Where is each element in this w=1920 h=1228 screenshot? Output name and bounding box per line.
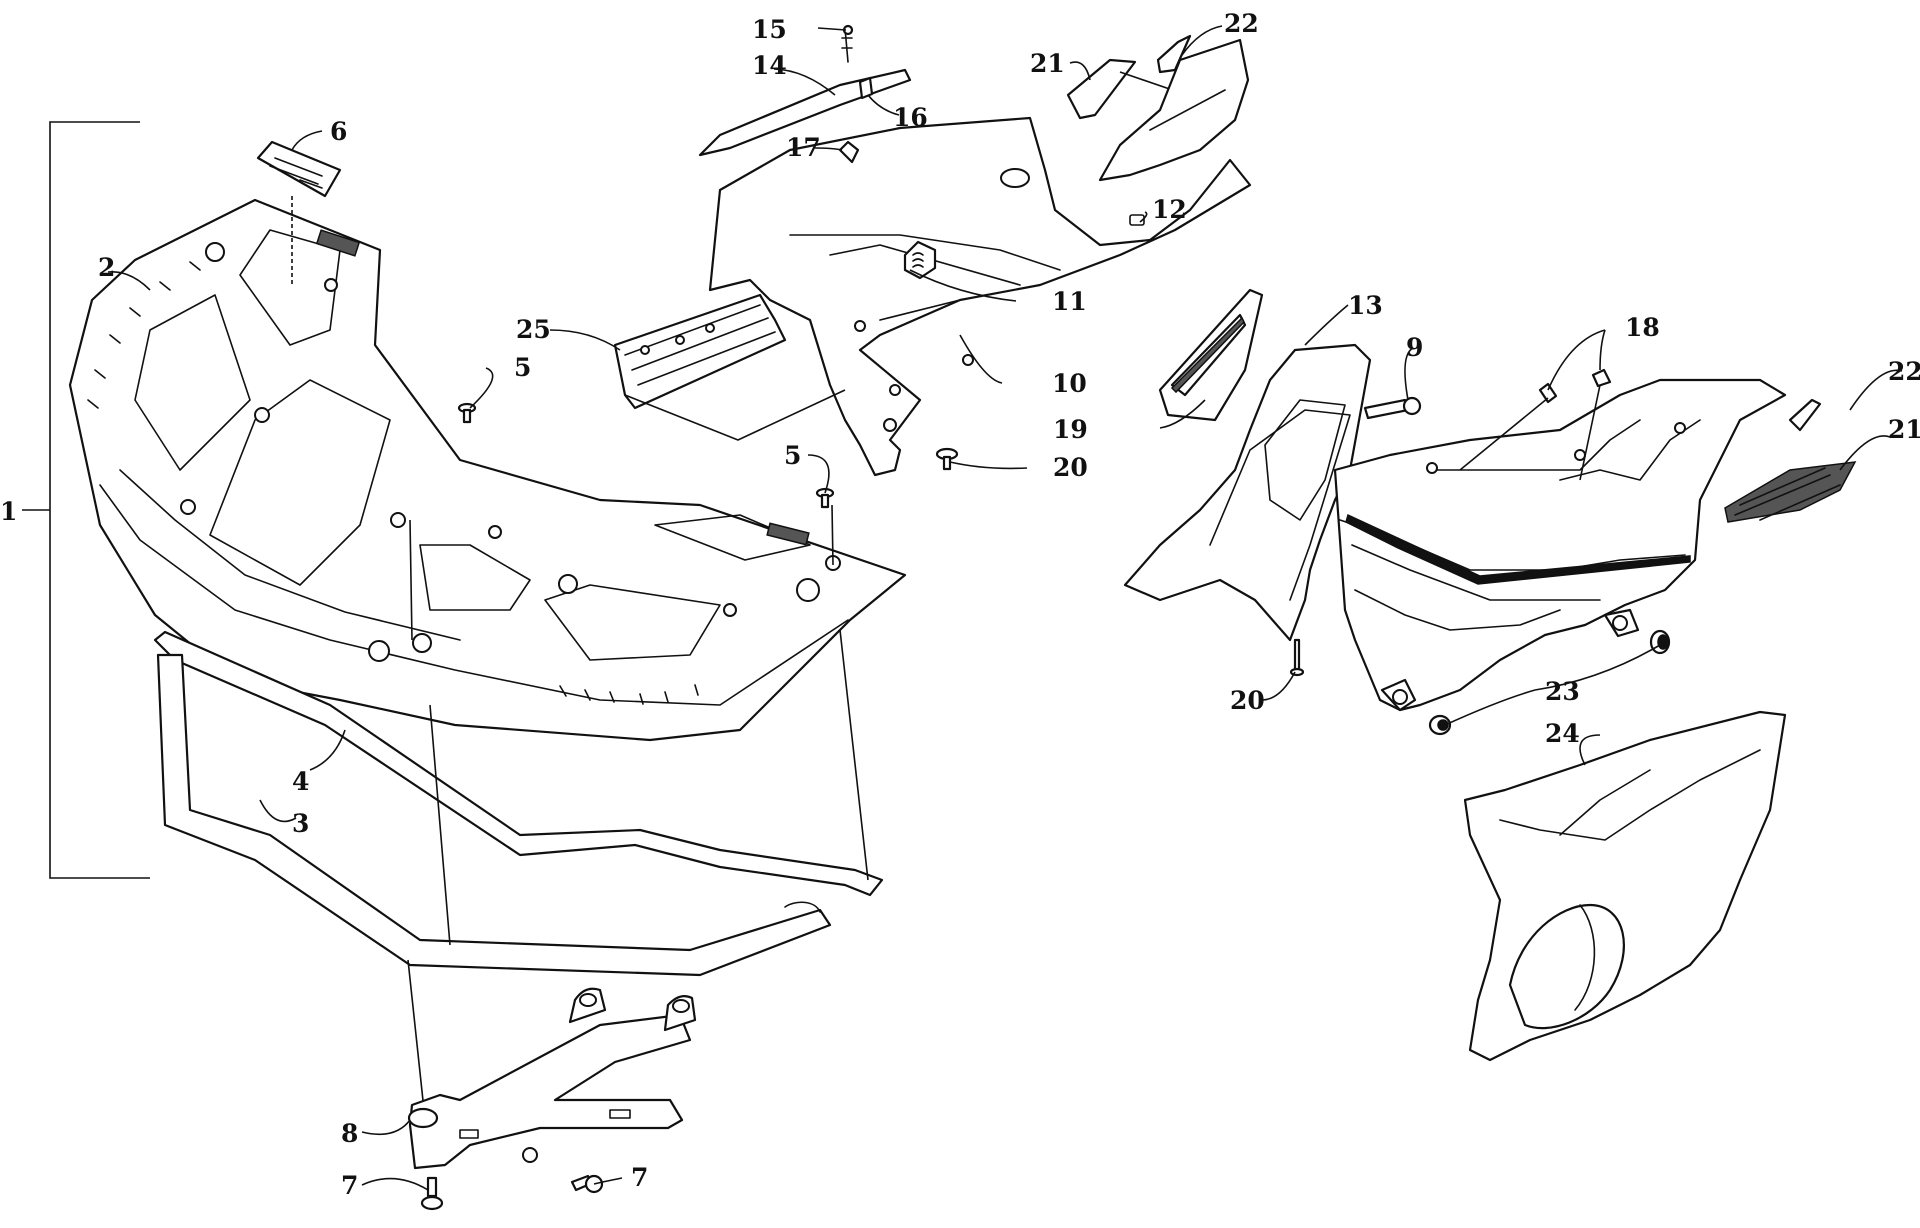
- leader-lines: [107, 25, 1903, 1191]
- headlight-lens: [1158, 288, 1264, 422]
- callout-20-upper: 20: [1053, 453, 1088, 482]
- callout-13: 13: [1348, 291, 1383, 320]
- vent-cover-22-right: [1788, 398, 1822, 432]
- front-fascia: [708, 116, 1252, 477]
- callout-22-right: 22: [1888, 357, 1920, 386]
- callout-18: 18: [1625, 313, 1660, 342]
- callout-3: 3: [292, 809, 309, 838]
- callout-1: 1: [0, 497, 17, 526]
- callout-22-top: 22: [1224, 9, 1259, 38]
- screw-20-lower: [1289, 638, 1305, 677]
- callout-7-left: 7: [341, 1171, 358, 1200]
- callout-23: 23: [1545, 677, 1580, 706]
- nut-23-upper: [1649, 629, 1671, 655]
- callout-14: 14: [752, 51, 787, 80]
- lower-side-cover: [1463, 710, 1787, 1062]
- callout-24: 24: [1545, 719, 1580, 748]
- nut-23-lower: [1428, 714, 1452, 736]
- callout-8: 8: [341, 1119, 358, 1148]
- assembly-lines: [407, 504, 869, 1111]
- callout-21-top: 21: [1030, 49, 1065, 78]
- callout-21-right: 21: [1888, 415, 1920, 444]
- mounting-bracket: [407, 987, 697, 1170]
- callout-15: 15: [752, 15, 787, 44]
- clip-17: [838, 140, 860, 164]
- front-rack-panel: [68, 198, 907, 742]
- callout-19: 19: [1053, 415, 1088, 444]
- assembly-bracket: [22, 121, 150, 879]
- decal-label: [256, 140, 342, 285]
- callout-9: 9: [1406, 333, 1423, 362]
- callout-labels: 1 2 3 4 5 5 6 7 7 8 9 10 11 12 13 14 15 …: [0, 9, 1920, 1200]
- callout-5-left: 5: [514, 353, 531, 382]
- fastener-15: [841, 24, 854, 63]
- callout-2: 2: [98, 253, 115, 282]
- bumper-tube-upper: [153, 630, 884, 897]
- screw-7-right: [570, 1174, 604, 1194]
- headlight-trim: [698, 68, 912, 157]
- callout-5-right: 5: [784, 441, 801, 470]
- right-body-panel: [1333, 378, 1787, 712]
- bumper-tube-lower: [156, 653, 832, 977]
- callout-12: 12: [1152, 195, 1187, 224]
- screw-20-upper: [935, 447, 959, 471]
- bolt-5-left: [457, 402, 477, 424]
- screw-7-left: [420, 1176, 444, 1211]
- callout-16: 16: [893, 103, 928, 132]
- callout-20-lower: 20: [1230, 686, 1265, 715]
- side-grille: [613, 293, 846, 441]
- callout-17: 17: [786, 133, 821, 162]
- callout-4: 4: [292, 767, 309, 796]
- vent-insert-21-top: [1066, 58, 1137, 120]
- callout-10: 10: [1052, 369, 1087, 398]
- callout-6: 6: [330, 117, 347, 146]
- callout-7-right: 7: [631, 1163, 648, 1192]
- callout-11: 11: [1052, 287, 1087, 316]
- callout-25: 25: [516, 315, 551, 344]
- bolt-9: [1363, 396, 1422, 420]
- vent-insert-21-right: [1724, 461, 1857, 523]
- clips-18: [1459, 368, 1612, 481]
- clip-16: [858, 76, 874, 100]
- side-duct-12: [1098, 38, 1250, 182]
